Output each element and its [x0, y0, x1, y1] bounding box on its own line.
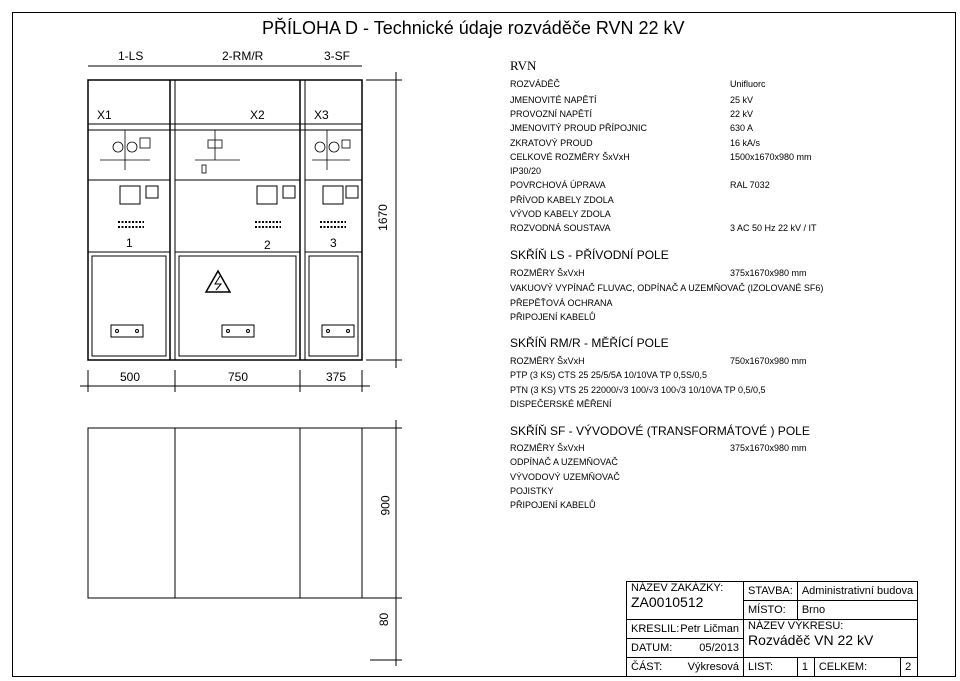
- spec-value: 3 AC 50 Hz 22 kV / IT: [730, 223, 817, 233]
- zakazka-label: NÁZEV ZAKÁZKY:: [631, 582, 724, 594]
- width-dim-375: 375: [326, 370, 347, 384]
- section-heading: SKŘÍŇ SF - VÝVODOVÉ (TRANSFORMÁTOVÉ ) PO…: [510, 424, 810, 438]
- panel-label-sf: 3-SF: [324, 49, 351, 63]
- section-line: VÝVODOVÝ UZEMŇOVAČ: [510, 472, 620, 482]
- section-dims-value: 375x1670x980 mm: [730, 443, 807, 453]
- specs-heading: RVN: [510, 58, 537, 73]
- datum-cell: DATUM: 05/2013: [626, 638, 744, 658]
- section-line: DISPEČERSKÉ MĚŘENÍ: [510, 399, 612, 409]
- section-line: PŘIPOJENÍ KABELŮ: [510, 500, 596, 510]
- stavba-label: STAVBA:: [743, 581, 798, 601]
- spec-label: IP30/20: [510, 166, 542, 176]
- misto-value: Brno: [796, 600, 919, 620]
- section-line: PTN (3 KS) VTS 25 22000/√3 100/√3 100√3 …: [510, 385, 766, 395]
- stavba-value: Administrativní budova: [796, 581, 919, 601]
- spec-label: VÝVOD KABELY ZDOLA: [510, 209, 611, 219]
- section-dims-label: ROZMĚRY ŠxVxH: [510, 356, 585, 366]
- spec-value: 1500x1670x980 mm: [730, 152, 812, 162]
- cast-label: ČÁST:: [631, 661, 663, 673]
- spec-label: CELKOVÉ ROZMĚRY ŠxVxH: [510, 152, 630, 162]
- section-line: PŘIPOJENÍ KABELŮ: [510, 312, 596, 322]
- section-line: ODPÍNAČ A UZEMŇOVAČ: [510, 457, 618, 467]
- celkem-value: 2: [900, 657, 919, 677]
- spec-label: ROZVÁDĚČ: [510, 79, 561, 89]
- section-heading: SKŘÍŇ RM/R - MĚŘÍCÍ POLE: [510, 336, 669, 350]
- spec-label: PROVOZNÍ NAPĚTÍ: [510, 109, 593, 119]
- list-value: 1: [796, 657, 815, 677]
- datum-label: DATUM:: [631, 642, 673, 654]
- section-dims-label: ROZMĚRY ŠxVxH: [510, 443, 585, 453]
- cast-cell: ČÁST: Výkresová: [626, 657, 744, 677]
- cell-label-x1: X1: [97, 108, 112, 122]
- celkem-label: CELKEM:: [813, 657, 902, 677]
- kreslil-value: Petr Ličman: [680, 623, 739, 635]
- datum-value: 05/2013: [699, 642, 739, 654]
- section-dims-label: ROZMĚRY ŠxVxH: [510, 268, 585, 278]
- vykres-cell: NÁZEV VÝKRESU:Rozváděč VN 22 kV: [742, 619, 919, 658]
- spec-label: ROZVODNÁ SOUSTAVA: [510, 223, 611, 233]
- section-line: VAKUOVÝ VYPÍNAČ FLUVAC, ODPÍNAČ A UZEMŇO…: [510, 283, 824, 293]
- panel-number-1: 1: [126, 236, 133, 250]
- zakazka-cell: NÁZEV ZAKÁZKY:ZA0010512: [626, 581, 744, 620]
- cast-value: Výkresová: [687, 661, 739, 673]
- spec-value: 25 kV: [730, 95, 754, 105]
- misto-label: MÍSTO:: [743, 600, 798, 620]
- list-label: LIST:: [743, 657, 798, 677]
- spec-label: PŘÍVOD KABELY ZDOLA: [510, 195, 614, 205]
- spec-value: Unifluorc: [730, 79, 766, 89]
- spec-value: 16 kA/s: [730, 138, 761, 148]
- section-line: POJISTKY: [510, 486, 554, 496]
- width-dim-750: 750: [228, 370, 249, 384]
- section-line: PŘEPĚŤOVÁ OCHRANA: [510, 298, 613, 308]
- height-dim-1670: 1670: [375, 204, 390, 231]
- spec-label: JMENOVITÝ PROUD PŘÍPOJNIC: [510, 123, 648, 133]
- panel-label-ls: 1-LS: [118, 49, 144, 63]
- spec-label: JMENOVITÉ NAPĚTÍ: [510, 95, 597, 105]
- cell-label-x3: X3: [314, 108, 329, 122]
- spec-value: 22 kV: [730, 109, 754, 119]
- zakazka-value: ZA0010512: [631, 594, 704, 610]
- section-line: PTP (3 KS) CTS 25 25/5/5A 10/10VA TP 0,5…: [510, 370, 707, 380]
- cell-label-x2: X2: [250, 108, 265, 122]
- height-dim-900: 900: [378, 495, 393, 516]
- section-dims-value: 375x1670x980 mm: [730, 268, 807, 278]
- height-dim-80: 80: [377, 612, 392, 627]
- width-dim-500: 500: [120, 370, 141, 384]
- page-title: PŘÍLOHA D - Technické údaje rozváděče RV…: [262, 18, 685, 38]
- section-dims-value: 750x1670x980 mm: [730, 356, 807, 366]
- kreslil-label: KRESLIL:: [631, 623, 680, 635]
- spec-label: ZKRATOVÝ PROUD: [510, 138, 593, 148]
- spec-value: RAL 7032: [730, 180, 770, 190]
- panel-number-3: 3: [330, 236, 337, 250]
- panel-label-rmr: 2-RM/R: [222, 49, 264, 63]
- spec-value: 630 A: [730, 123, 754, 133]
- kreslil-cell: KRESLIL: Petr Ličman: [626, 619, 744, 639]
- title-block: NÁZEV ZAKÁZKY:ZA0010512 STAVBA: Administ…: [626, 581, 919, 677]
- panel-number-2: 2: [264, 238, 271, 252]
- spec-label: POVRCHOVÁ ÚPRAVA: [510, 180, 606, 190]
- vykres-label: NÁZEV VÝKRESU:: [748, 620, 844, 632]
- section-heading: SKŘÍŇ LS - PŘÍVODNÍ POLE: [510, 248, 669, 262]
- vykres-value: Rozváděč VN 22 kV: [748, 632, 874, 648]
- drawing-frame: [12, 12, 956, 677]
